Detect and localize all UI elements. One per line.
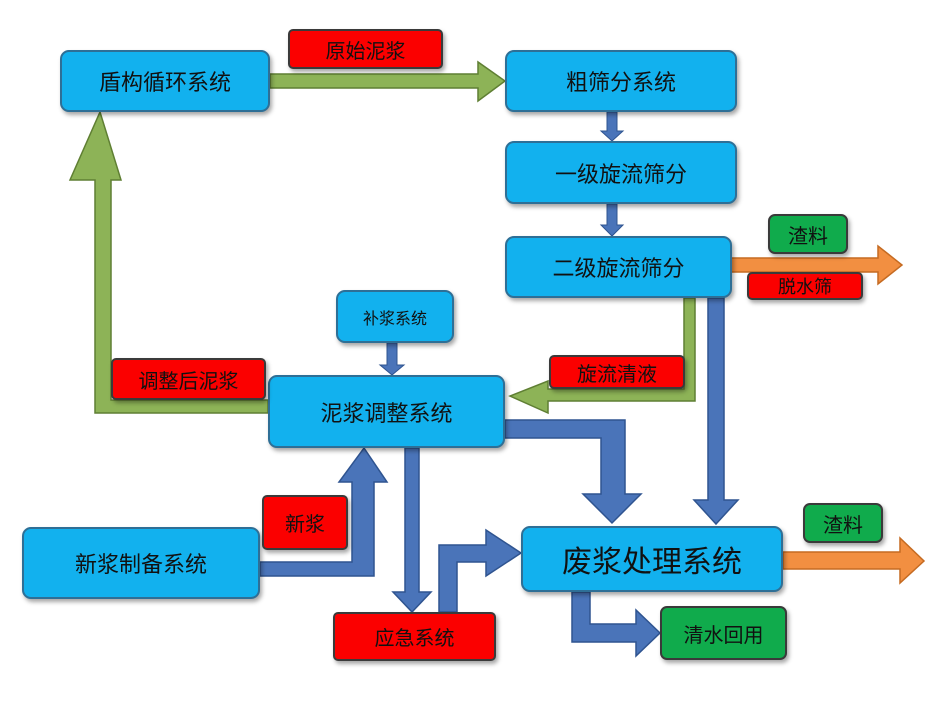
node-cyclone-stage2: 二级旋流筛分 bbox=[505, 236, 732, 298]
arrow-shield-to-coarse bbox=[269, 60, 507, 103]
arrow-cyclone2-to-waste bbox=[692, 297, 740, 526]
arrow-waste-out bbox=[782, 536, 926, 585]
node-new-mud-prep: 新浆制备系统 bbox=[22, 527, 260, 599]
arrow-supply-to-adjust bbox=[378, 342, 406, 376]
arrow-cyclone1-to-cyclone2 bbox=[599, 203, 625, 237]
node-waste-mud-treatment: 废浆处理系统 bbox=[521, 526, 783, 592]
label-cyclone-overflow: 旋流清液 bbox=[549, 355, 685, 389]
arrow-adjust-to-emergency bbox=[391, 447, 433, 614]
label-dewatering-screen: 脱水筛 bbox=[747, 272, 863, 300]
node-waste-mud-treatment-label: 废浆处理系统 bbox=[562, 545, 742, 580]
label-adjusted-mud: 调整后泥浆 bbox=[111, 358, 266, 400]
label-raw-mud: 原始泥浆 bbox=[288, 29, 443, 69]
arrow-coarse-to-cyclone1 bbox=[599, 111, 625, 142]
label-new-mud: 新浆 bbox=[262, 495, 348, 550]
label-raw-mud-text: 原始泥浆 bbox=[325, 38, 406, 63]
label-slag-top: 渣料 bbox=[768, 214, 848, 254]
arrow-waste-to-reuse bbox=[571, 591, 662, 658]
node-cyclone-stage1: 一级旋流筛分 bbox=[505, 141, 737, 204]
arrow-emergency-to-waste bbox=[438, 528, 523, 613]
label-cyclone-overflow-text: 旋流清液 bbox=[577, 361, 657, 386]
label-dewatering-screen-text: 脱水筛 bbox=[778, 277, 832, 298]
node-new-mud-prep-label: 新浆制备系统 bbox=[74, 553, 207, 578]
label-slag-bottom-text: 渣料 bbox=[823, 512, 863, 537]
node-shield-circulation: 盾构循环系统 bbox=[60, 50, 270, 112]
node-mud-adjustment-label: 泥浆调整系统 bbox=[320, 401, 453, 427]
label-adjusted-mud-text: 调整后泥浆 bbox=[138, 368, 239, 393]
arrow-adjust-to-waste bbox=[504, 419, 643, 525]
arrow-adjust-to-shield bbox=[68, 109, 269, 414]
node-mud-supply: 补浆系统 bbox=[336, 290, 454, 343]
node-coarse-screening: 粗筛分系统 bbox=[505, 50, 737, 112]
label-slag-top-text: 渣料 bbox=[788, 223, 828, 248]
node-mud-adjustment: 泥浆调整系统 bbox=[268, 375, 505, 448]
node-cyclone-stage2-label: 二级旋流筛分 bbox=[552, 257, 685, 282]
node-coarse-screening-label: 粗筛分系统 bbox=[565, 71, 676, 96]
node-clear-water-reuse-label: 清水回用 bbox=[683, 622, 764, 647]
label-new-mud-text: 新浆 bbox=[285, 512, 325, 536]
arrow-cyclone2-to-adjust bbox=[508, 297, 696, 415]
node-shield-circulation-label: 盾构循环系统 bbox=[98, 71, 231, 96]
node-cyclone-stage1-label: 一级旋流筛分 bbox=[554, 162, 687, 188]
node-mud-supply-label: 补浆系统 bbox=[362, 308, 427, 328]
node-clear-water-reuse: 清水回用 bbox=[660, 606, 787, 660]
label-slag-bottom: 渣料 bbox=[803, 503, 883, 543]
node-emergency-system-label: 应急系统 bbox=[374, 626, 455, 650]
node-emergency-system: 应急系统 bbox=[333, 612, 496, 661]
arrow-newprep-to-adjust bbox=[259, 446, 389, 577]
